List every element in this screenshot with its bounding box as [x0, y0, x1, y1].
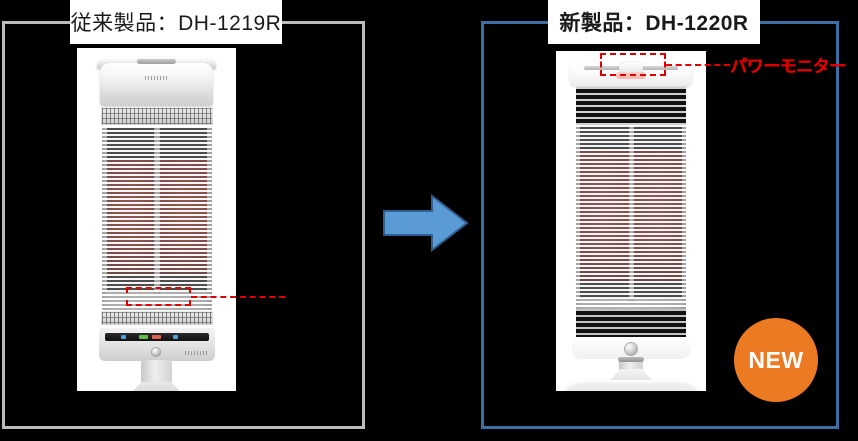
- heater-element-glow-new-left: [580, 151, 629, 281]
- heater-element-base-new-left: [580, 281, 629, 299]
- heater-center-divider-new: [629, 125, 634, 301]
- heater-head-slot: [137, 59, 176, 64]
- heater-base-cone: [129, 382, 184, 391]
- heater-louvers-upper-new: [576, 87, 686, 125]
- annotation-box-old-control: [126, 287, 191, 306]
- heater-element-glow-left: [107, 160, 154, 276]
- heater-element-glow-right: [160, 160, 207, 276]
- title-new-product: 新製品：DH-1220R: [548, 0, 760, 44]
- heater-neck-ring-new: [618, 357, 644, 362]
- heater-grille-body-new: [576, 125, 686, 315]
- heater-sensor-dot-new: [625, 343, 637, 355]
- heater-grille-upper-new: [576, 87, 686, 125]
- heater-sensor-dot: [152, 348, 160, 356]
- heater-vent-bottom: [101, 311, 213, 325]
- heater-indicator-blue-2: [173, 335, 178, 339]
- heater-head-logo: [145, 76, 169, 80]
- heater-indicator-red: [152, 335, 161, 339]
- annotation-label-power-monitor: パワーモニター: [730, 57, 846, 76]
- new-badge: NEW: [734, 318, 818, 402]
- heater-element-dark-right: [160, 128, 207, 160]
- heater-element-base-new-right: [633, 281, 682, 299]
- heater-center-divider: [154, 126, 160, 296]
- heater-louvers-lower-new: [576, 309, 686, 339]
- annotation-leader-power-monitor: [666, 64, 730, 66]
- photo-old-product: [77, 48, 236, 391]
- heater-element-dark-left: [107, 128, 154, 160]
- heater-indicator-blue-1: [121, 335, 126, 339]
- heater-grille-lower-new: [576, 309, 686, 339]
- photo-new-product: [556, 51, 706, 391]
- transition-arrow-icon: [383, 193, 469, 253]
- title-old-product: 従来製品：DH-1219R: [70, 0, 282, 44]
- annotation-box-power-monitor: [600, 53, 666, 76]
- heater-element-dark-new-left: [580, 125, 629, 151]
- heater-base-plate-new: [564, 380, 698, 391]
- heater-vent-top: [101, 107, 213, 125]
- heater-grille-body: [102, 126, 212, 310]
- heater-brand-logo: [185, 351, 207, 355]
- heater-indicator-green: [139, 335, 148, 339]
- annotation-leader-old: [191, 296, 285, 298]
- heater-element-glow-new-right: [633, 151, 682, 281]
- heater-element-dark-new-right: [633, 125, 682, 151]
- heater-head-knob-new: [619, 62, 643, 74]
- heater-base-cone-new: [608, 369, 654, 383]
